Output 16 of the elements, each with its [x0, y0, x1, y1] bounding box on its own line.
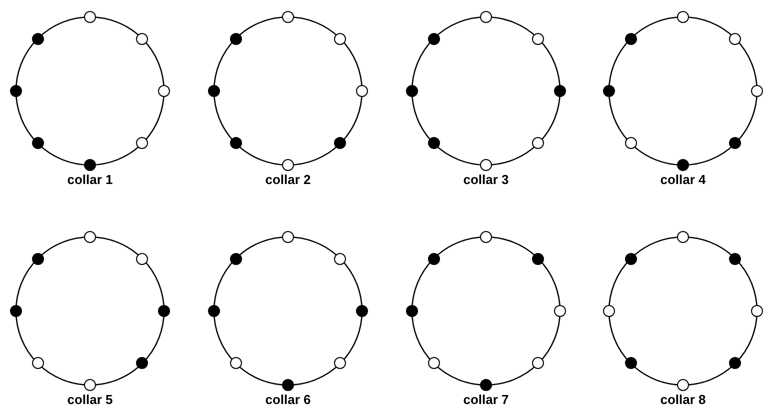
collar-ring [602, 230, 764, 392]
node-label: collar 8 [660, 393, 706, 406]
collar-ring [207, 10, 369, 172]
node-label: collar 1 [67, 173, 113, 186]
collar-ring [602, 10, 764, 172]
node-label: collar 5 [67, 393, 113, 406]
collar-ring [9, 10, 171, 172]
node-label: collar 3 [463, 173, 509, 186]
node-label: collar 4 [660, 173, 706, 186]
node-label: collar 2 [265, 173, 311, 186]
node-label: collar 6 [265, 393, 311, 406]
node-label: collar 7 [463, 393, 509, 406]
collar-ring [405, 230, 567, 392]
collar-ring [9, 230, 171, 392]
collar-ring [405, 10, 567, 172]
collar-ring [207, 230, 369, 392]
